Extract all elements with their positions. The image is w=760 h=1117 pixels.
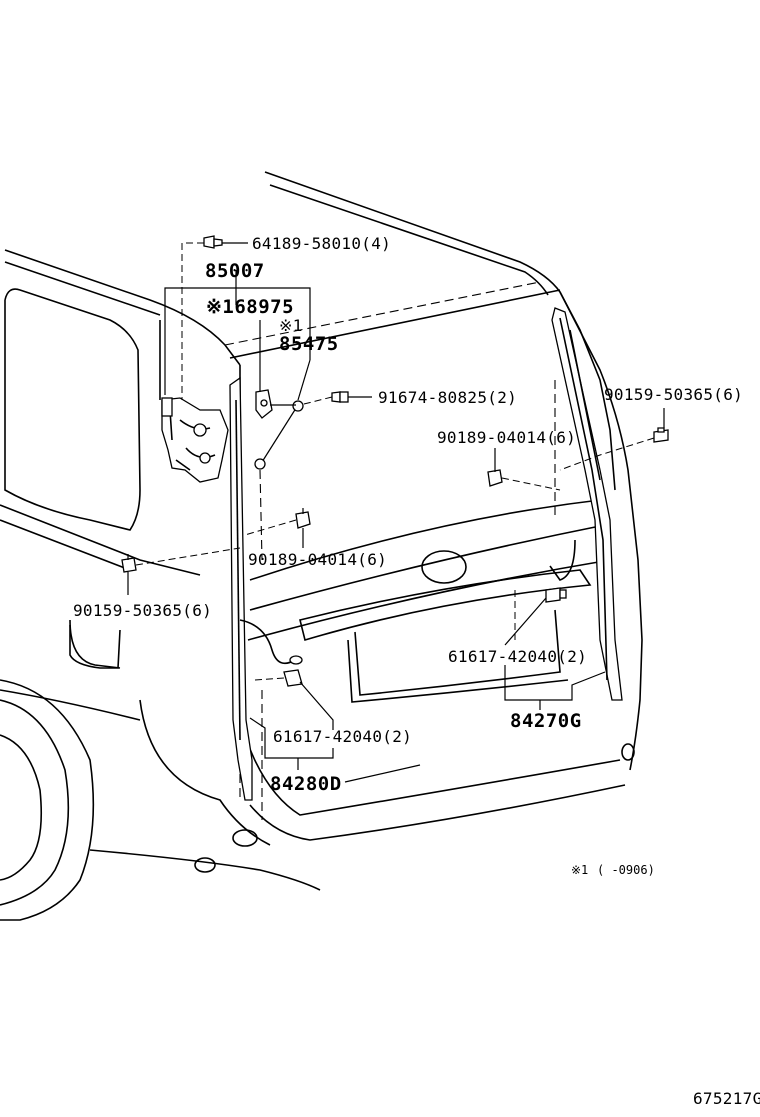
label-84270g: 84270G bbox=[510, 710, 582, 732]
label-85475-note: ※1 bbox=[279, 316, 303, 335]
label-85007: 85007 bbox=[205, 260, 265, 282]
bolt-91674 bbox=[331, 391, 349, 403]
clip-90189-left bbox=[295, 508, 311, 529]
clip-90159-left bbox=[121, 554, 137, 573]
figure-code: 675217G bbox=[693, 1089, 760, 1108]
rod-85475 bbox=[254, 400, 304, 470]
label-61617-left: 61617-42040(2) bbox=[273, 727, 412, 746]
label-90189-left: 90189-04014(6) bbox=[248, 550, 387, 569]
label-64189: 64189-58010(4) bbox=[252, 234, 391, 253]
label-90159-right: 90159-50365(6) bbox=[604, 385, 743, 404]
vehicle-body bbox=[0, 171, 643, 921]
label-68975: ※168975 bbox=[206, 296, 294, 318]
label-84280d: 84280D bbox=[270, 773, 342, 795]
cushion-61617-left bbox=[283, 669, 303, 687]
screw-64189 bbox=[203, 235, 223, 249]
footnote-range: ( -0906) bbox=[597, 863, 655, 877]
actuator-68975 bbox=[255, 389, 273, 419]
label-90189-right: 90189-04014(6) bbox=[437, 428, 576, 447]
footnote-mark: ※1 bbox=[571, 863, 588, 877]
label-90159-left: 90159-50365(6) bbox=[73, 601, 212, 620]
part-labels: 64189-58010(4) 85007 ※168975 ※1 85475 91… bbox=[73, 234, 760, 1108]
label-61617-right: 61617-42040(2) bbox=[448, 647, 587, 666]
left-weatherstrip-84280d bbox=[229, 376, 253, 801]
leader-lines bbox=[127, 242, 665, 783]
label-91674: 91674-80825(2) bbox=[378, 388, 517, 407]
lock-assembly-85007 bbox=[161, 397, 229, 483]
cushion-61617-right bbox=[545, 587, 567, 603]
clip-90159-right bbox=[653, 427, 669, 443]
clip-90189-right bbox=[487, 466, 503, 487]
right-weatherstrip-84270g bbox=[549, 307, 623, 701]
left-harness bbox=[239, 619, 303, 665]
label-85475: 85475 bbox=[279, 333, 339, 355]
